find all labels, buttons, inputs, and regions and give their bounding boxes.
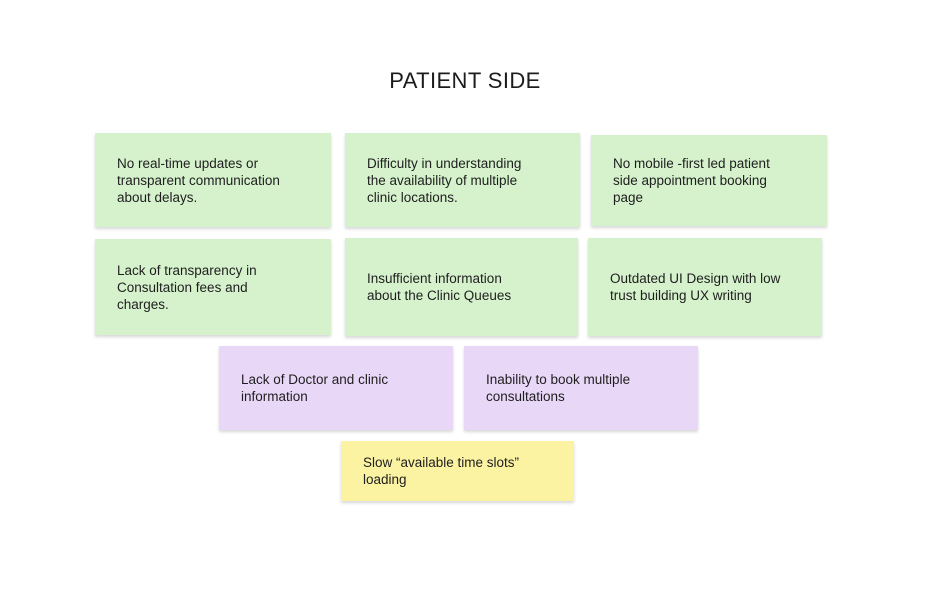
sticky-note[interactable]: Outdated UI Design with low trust buildi… xyxy=(588,238,822,336)
sticky-note-text: No real-time updates or transparent comm… xyxy=(117,155,280,205)
sticky-note-text: Slow “available time slots” loading xyxy=(363,455,520,487)
sticky-note[interactable]: Difficulty in understanding the availabi… xyxy=(345,133,580,227)
sticky-note[interactable]: Insufficient information about the Clini… xyxy=(345,238,578,336)
sticky-note[interactable]: Slow “available time slots” loading xyxy=(341,441,574,501)
sticky-note-text: Insufficient information about the Clini… xyxy=(367,271,512,303)
sticky-note[interactable]: No mobile -first led patient side appoin… xyxy=(591,135,827,226)
sticky-note-text: Lack of transparency in Consultation fee… xyxy=(117,262,257,312)
sticky-note[interactable]: Lack of Doctor and clinic information xyxy=(219,346,453,430)
sticky-note[interactable]: No real-time updates or transparent comm… xyxy=(95,133,331,227)
sticky-note-text: Lack of Doctor and clinic information xyxy=(241,372,389,404)
board-title[interactable]: PATIENT SIDE xyxy=(389,68,541,93)
sticky-note[interactable]: Inability to book multiple consultations xyxy=(464,346,698,430)
sticky-note[interactable]: Lack of transparency in Consultation fee… xyxy=(95,239,331,335)
sticky-note-text: Inability to book multiple consultations xyxy=(486,372,631,404)
sticky-note-text: Outdated UI Design with low trust buildi… xyxy=(610,271,781,303)
sticky-note-text: Difficulty in understanding the availabi… xyxy=(367,155,522,205)
sticky-note-text: No mobile -first led patient side appoin… xyxy=(613,156,770,205)
